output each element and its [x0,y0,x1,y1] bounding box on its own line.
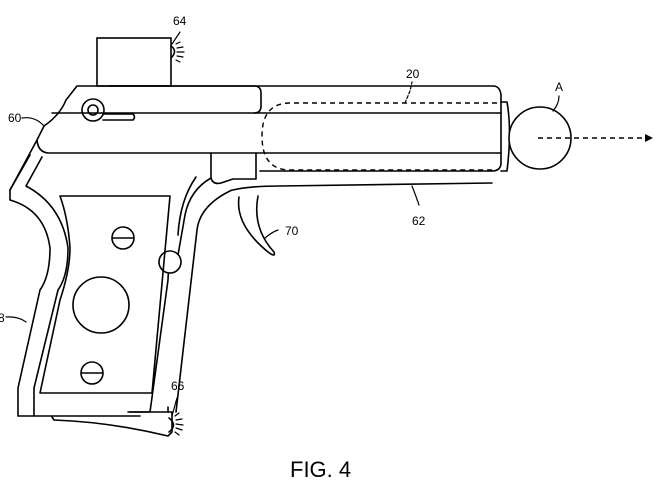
slide-body [43,85,502,172]
label-66: 66 [171,379,185,393]
figure-caption: FIG. 4 [290,457,351,482]
leader-A [552,95,560,112]
label-60: 60 [8,111,22,125]
light-emitter-66 [168,417,175,433]
grip-screw-upper [111,226,135,250]
top-module-box [96,37,172,87]
frame-dustcover [232,182,493,191]
grip-backstrap-inner [25,156,69,417]
leader-64 [171,31,181,45]
trigger-70 [237,195,276,256]
leader-60 [21,117,45,127]
light-rays-66 [174,412,184,436]
slide-lower-edge [36,125,502,154]
label-64: 64 [173,14,187,28]
grip-front-outline [127,177,212,413]
leader-62 [411,185,420,206]
frame-front-curve [177,176,197,236]
label-62: 62 [412,214,426,228]
grip-screw-lower [80,361,104,385]
slide-cutout [109,85,262,114]
grip-back-edge [9,154,31,191]
leader-66 [171,397,178,417]
internal-component-20 [261,102,497,171]
pivot-inner [87,104,99,116]
pivot-outer [81,98,105,122]
grip-medallion [72,276,130,334]
slide-release [210,152,257,185]
light-emitter-64 [170,45,176,59]
takedown-pin [158,250,182,274]
pivot-lever [102,113,136,121]
muzzle-cap [500,101,511,172]
grip-frontstrap [175,189,233,413]
magazine-base [51,411,173,437]
grip-panel [39,195,171,394]
leader-20 [404,81,413,104]
label-8: 8 [0,311,5,325]
label-A: A [555,80,563,94]
label-70: 70 [285,224,299,238]
light-rays-64 [175,41,185,63]
leader-70 [264,229,279,239]
label-20: 20 [406,67,420,81]
leader-8 [5,316,27,323]
trajectory-arrowhead-icon [645,134,653,142]
grip-back-outline [9,139,141,417]
